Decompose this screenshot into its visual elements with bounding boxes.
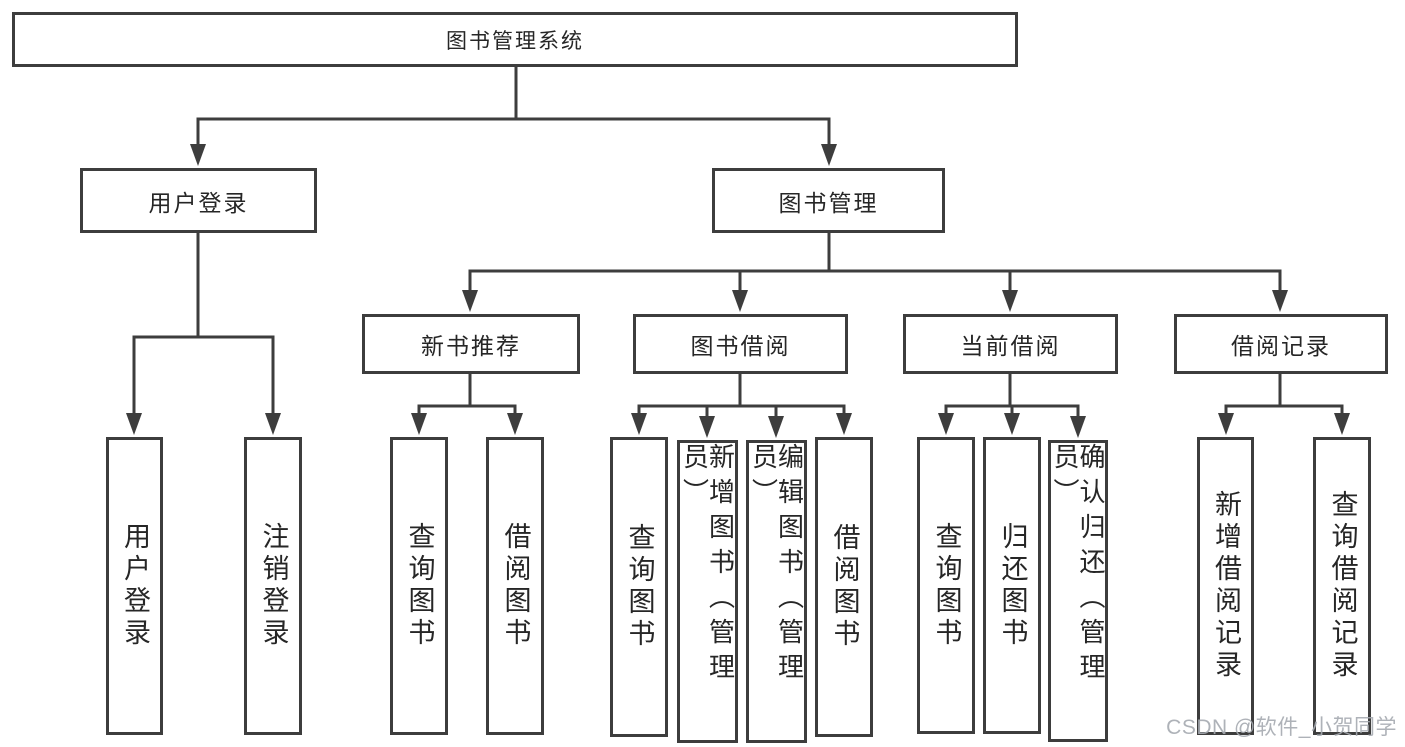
leaf-query-books-current: 查询图书 — [917, 437, 975, 734]
node-borrow-records: 借阅记录 — [1174, 314, 1388, 374]
leaf-borrow-books-recommend-label: 借阅图书 — [500, 522, 531, 650]
leaf-query-books-borrowing: 查询图书 — [610, 437, 668, 737]
leaf-logout-login-label: 注销登录 — [258, 522, 289, 650]
leaf-user-login: 用户登录 — [106, 437, 163, 735]
leaf-borrow-books: 借阅图书 — [815, 437, 873, 737]
leaf-edit-books-admin-label: 编辑图书（管理员） — [748, 443, 805, 688]
leaf-query-books-current-label: 查询图书 — [931, 521, 962, 650]
leaf-logout-login: 注销登录 — [244, 437, 302, 735]
leaf-edit-books-admin: 编辑图书（管理员） — [746, 440, 807, 743]
node-new-book-recommend-label: 新书推荐 — [421, 333, 521, 359]
leaf-add-borrow-record-label: 新增借阅记录 — [1211, 490, 1241, 682]
node-user-login: 用户登录 — [80, 168, 317, 233]
node-root-system: 图书管理系统 — [12, 12, 1018, 67]
leaf-borrow-books-label: 借阅图书 — [829, 523, 860, 651]
leaf-query-borrow-record: 查询借阅记录 — [1313, 437, 1371, 735]
arrow-down-icons — [126, 144, 1350, 438]
node-user-login-label: 用户登录 — [148, 189, 249, 216]
node-book-management: 图书管理 — [712, 168, 945, 233]
node-new-book-recommend: 新书推荐 — [362, 314, 580, 374]
node-root-system-label: 图书管理系统 — [446, 29, 584, 53]
node-book-management-label: 图书管理 — [778, 189, 879, 216]
node-current-borrowing-label: 当前借阅 — [960, 333, 1061, 359]
leaf-query-books-recommend-label: 查询图书 — [404, 522, 435, 650]
leaf-query-borrow-record-label: 查询借阅记录 — [1327, 490, 1358, 682]
node-borrow-records-label: 借阅记录 — [1231, 333, 1331, 359]
leaf-confirm-return-admin-label: 确认归还（管理员） — [1050, 443, 1106, 688]
leaf-add-books-admin-label: 新增图书（管理员） — [679, 443, 736, 688]
leaf-add-borrow-record: 新增借阅记录 — [1197, 437, 1254, 735]
node-current-borrowing: 当前借阅 — [903, 314, 1118, 374]
leaf-add-books-admin: 新增图书（管理员） — [677, 440, 738, 743]
csdn-watermark: CSDN @软件_小贺同学 — [1166, 716, 1397, 739]
node-book-borrowing: 图书借阅 — [633, 314, 848, 374]
leaf-user-login-label: 用户登录 — [120, 522, 150, 650]
leaf-query-books-recommend: 查询图书 — [390, 437, 448, 735]
leaf-confirm-return-admin: 确认归还（管理员） — [1048, 440, 1108, 742]
leaf-return-books: 归还图书 — [983, 437, 1041, 734]
leaf-query-books-borrowing-label: 查询图书 — [624, 523, 655, 651]
leaf-borrow-books-recommend: 借阅图书 — [486, 437, 544, 735]
node-book-borrowing-label: 图书借阅 — [690, 333, 791, 359]
leaf-return-books-label: 归还图书 — [997, 521, 1028, 650]
